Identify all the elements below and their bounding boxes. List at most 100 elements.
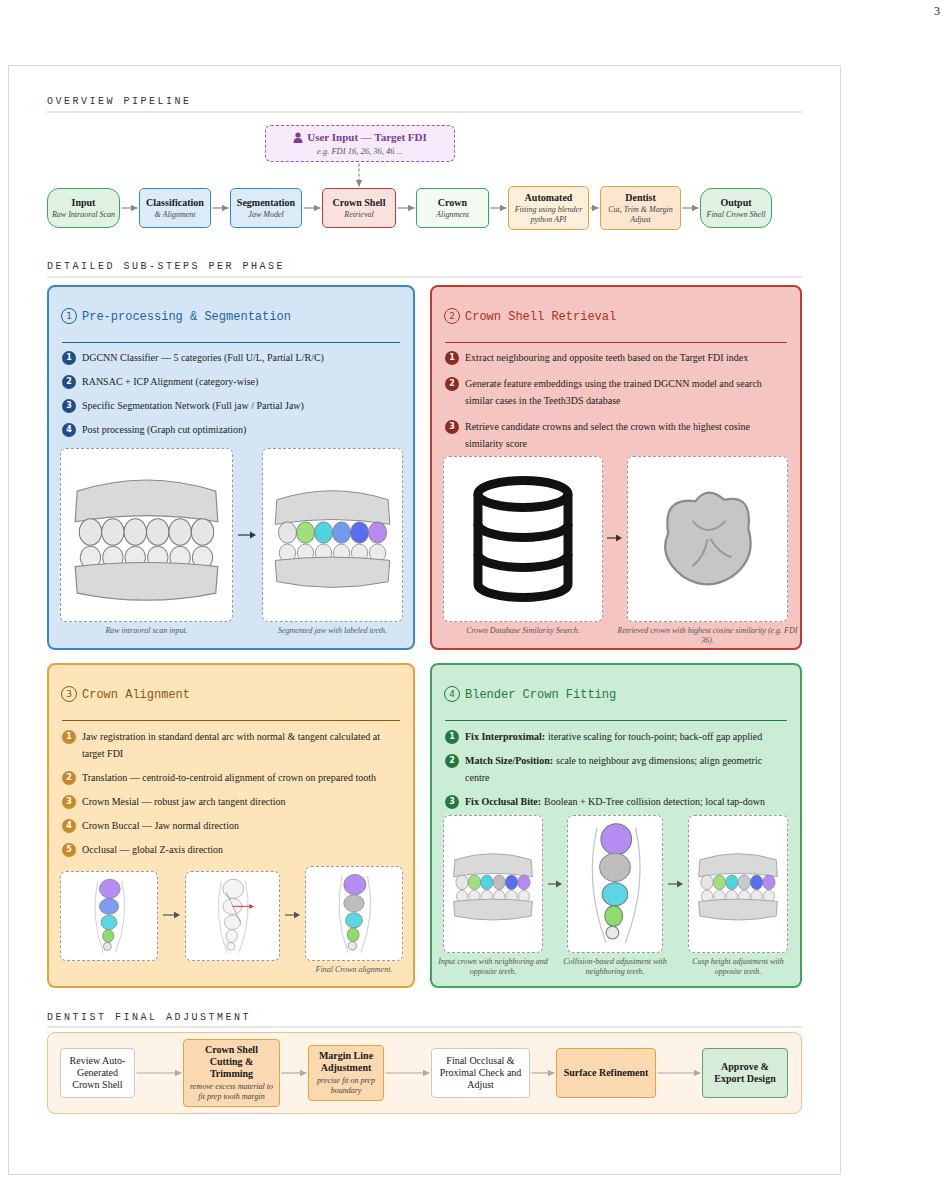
pipeline-step-title: Crown Shell — [333, 196, 386, 209]
section-rule — [47, 277, 802, 278]
heading-rule — [445, 342, 787, 343]
figure-frame — [567, 815, 663, 953]
section-heading: DENTIST FINAL ADJUSTMENT — [47, 1012, 467, 1024]
callout-number: 2 — [449, 754, 455, 768]
adjustment-step-box: Final Occlusal & Proximal Check and Adju… — [431, 1048, 530, 1098]
section-rule — [47, 1027, 802, 1028]
figure-caption: Input crown with neighboring and opposit… — [433, 957, 553, 977]
callout-number: 1 — [449, 351, 455, 365]
user-input-title: User Input — Target FDI — [307, 130, 427, 144]
callout-number: 2 — [449, 377, 455, 391]
jaw-illustration — [267, 453, 398, 617]
figure-frame — [305, 866, 403, 961]
step-text-block: Occlusal — global Z-axis direction — [82, 841, 398, 858]
panel-heading: Blender Crown Fitting — [465, 687, 787, 703]
text-holder: DENTIST FINAL ADJUSTMENT — [47, 1012, 467, 1024]
heading-number-circle: 1 — [61, 308, 77, 324]
callout-number: 4 — [66, 423, 72, 437]
step-text-block: Specific Segmentation Network (Full jaw … — [82, 397, 398, 414]
step-number-circle: 2 — [62, 375, 76, 389]
adjustment-step-box: Surface Refinement — [556, 1048, 656, 1098]
flow-arrow — [358, 164, 359, 187]
adjustment-step-box: Review Auto-Generated Crown Shell — [60, 1048, 135, 1098]
flow-arrow — [532, 1072, 555, 1073]
step-text: Extract neighbouring and opposite teeth … — [465, 349, 785, 366]
step-row: 3Crown Mesial — robust jaw arch tangent … — [62, 793, 398, 810]
step-text: Crown Mesial — robust jaw arch tangent d… — [82, 793, 398, 810]
flow-arrow — [386, 1072, 430, 1073]
figure-frame — [443, 815, 543, 953]
pipeline-step-subtitle: & Alignment — [155, 210, 196, 220]
flow-arrow — [683, 207, 699, 208]
step-number-circle: 4 — [62, 423, 76, 437]
heading-number-circle: 3 — [61, 686, 77, 702]
user-input-box: User Input — Target FDI e.g. FDI 16, 26, … — [265, 125, 455, 162]
pipeline-step-box: AutomatedFitting using blender python AP… — [508, 186, 589, 230]
text-holder: DETAILED SUB-STEPS PER PHASE — [47, 261, 467, 273]
step-row: 1 DGCNN Classifier — 5 categories (Full U… — [62, 349, 398, 366]
pipeline-step-box: DentistCut, Trim & Margin Adjust — [600, 186, 681, 230]
figure-caption: Cusp height adjustment with opposite tee… — [678, 957, 798, 977]
pipeline-step-subtitle: Jaw Model — [248, 210, 283, 220]
step-row: 4 Post processing (Graph cut optimization… — [62, 421, 398, 438]
pipeline-step-subtitle: Raw Intraoral Scan — [52, 210, 115, 220]
flow-arrow — [658, 1072, 701, 1073]
figure-caption: Retrieved crown with highest cosine simi… — [617, 626, 798, 646]
callout-number: 1 — [66, 310, 72, 323]
step-text-block: Extract neighbouring and opposite teeth … — [465, 349, 785, 366]
panel-heading: Crown Alignment — [82, 687, 400, 703]
step-text: DGCNN Classifier — 5 categories (Full U/… — [82, 349, 398, 366]
callout-number: 3 — [449, 795, 455, 809]
step-text: Generate feature embeddings using the tr… — [465, 375, 785, 409]
adjustment-step-box: Approve & Export Design — [702, 1048, 788, 1098]
step-text: RANSAC + ICP Alignment (category-wise) — [82, 373, 398, 390]
adjustment-step-title: Approve & Export Design — [708, 1061, 782, 1085]
panel-heading: Crown Shell Retrieval — [465, 309, 787, 325]
step-text: Occlusal — global Z-axis direction — [82, 841, 398, 858]
callout-number: 5 — [66, 843, 72, 857]
user-icon-glyph — [293, 132, 303, 143]
step-text: Jaw registration in standard dental arc … — [82, 728, 398, 762]
step-lead: Fix Occlusal Bite: — [465, 796, 541, 807]
step-text: Post processing (Graph cut optimization) — [82, 421, 398, 438]
jaw-illustration — [693, 820, 783, 948]
figure-frame — [262, 448, 403, 622]
figure-frame — [60, 871, 158, 961]
step-text-block: Match Size/Position:scale to neighbour a… — [465, 752, 785, 786]
step-number-circle: 1 — [62, 351, 76, 365]
tooth-row-illustration — [572, 820, 658, 948]
heading-number-circle: 4 — [444, 686, 460, 702]
user-input-example: e.g. FDI 16, 26, 36, 46 ... — [317, 146, 403, 157]
text-holder: OVERVIEW PIPELINE — [47, 96, 467, 108]
pipeline-step-subtitle: Alignment — [436, 210, 469, 220]
step-row: 1 Extract neighbouring and opposite teeth… — [445, 349, 785, 366]
callout-number: 1 — [66, 351, 72, 365]
step-text: Specific Segmentation Network (Full jaw … — [82, 397, 398, 414]
figure-caption: Crown Database Similarity Search. — [433, 626, 613, 636]
heading-rule — [62, 720, 400, 721]
step-text-block: DGCNN Classifier — 5 categories (Full U/… — [82, 349, 398, 366]
flow-arrow — [491, 207, 507, 208]
callout-number: 1 — [449, 730, 455, 744]
section-rule — [47, 112, 802, 113]
callout-number: 3 — [66, 688, 72, 701]
adjustment-step-title: Surface Refinement — [564, 1067, 649, 1079]
crown-illustration — [632, 461, 783, 617]
flow-arrow — [213, 207, 229, 208]
callout-number: 1 — [66, 730, 72, 744]
text-holder: Crown Database Similarity Search. — [433, 626, 613, 636]
step-number-circle: 3 — [445, 420, 459, 434]
step-text: iterative scaling for touch-point; back-… — [548, 731, 762, 742]
step-number-circle: 5 — [62, 843, 76, 857]
figure-frame — [185, 871, 280, 961]
page-number: 3 — [900, 4, 940, 19]
pipeline-step-box: SegmentationJaw Model — [230, 188, 302, 228]
step-row: 3Retrieve candidate crowns and select th… — [445, 418, 785, 452]
tooth-row-illustration — [190, 876, 275, 956]
phase-panel: 4Blender Crown Fitting1Fix Interproximal… — [430, 663, 802, 988]
step-text: Crown Buccal — Jaw normal direction — [82, 817, 398, 834]
pipeline-step-box: CrownAlignment — [416, 188, 489, 228]
step-text-block: Generate feature embeddings using the tr… — [465, 375, 785, 409]
text-holder: Cusp height adjustment with opposite tee… — [678, 957, 798, 977]
